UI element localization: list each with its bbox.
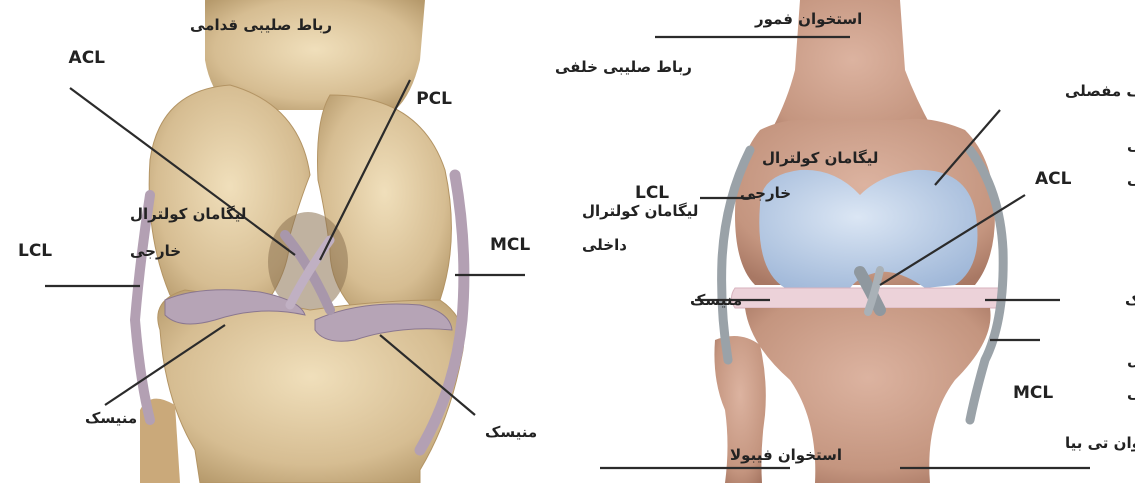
tibia-label: استخوان تی بیا [1065, 434, 1135, 452]
lcl-right-fa-line1: لیگامان کولترال [762, 149, 878, 167]
lcl-fa-line1: لیگامان کولترال [130, 205, 246, 223]
acl-right-fa-line2: قدامی [1127, 170, 1135, 188]
meniscus-left-right-label: منیسک [690, 291, 742, 309]
meniscus-left-label: منیسک [85, 409, 137, 427]
left-lcl-ligament [135, 195, 150, 420]
mcl-right-fa-line1: لیگامان کولترال [1127, 351, 1135, 369]
lcl-fa-line2: خارجی [130, 242, 181, 260]
mcl-fa-line2: داخلی [582, 236, 627, 254]
acl-right-label: ACL [1035, 169, 1072, 189]
lcl-label: LCL [18, 241, 52, 261]
right-knee-illustration [714, 0, 1003, 483]
pcl-fa-label: رباط صلیبی خلفی [555, 58, 692, 76]
left-knee-illustration [135, 0, 464, 483]
fibula-label: استخوان فیبولا [730, 446, 842, 464]
mcl-fa-line1: لیگامان کولترال [582, 202, 698, 220]
mcl-label: MCL [490, 235, 530, 255]
acl-fa-label: رباط صلیبی قدامی [190, 16, 332, 34]
meniscus-right-right-label: منیسک [1125, 291, 1135, 309]
lcl-right-label: LCL [635, 183, 669, 203]
femur-label: استخوان فمور [754, 10, 862, 28]
lcl-right-fa-line2: خارجی [740, 184, 791, 202]
meniscus-right-label: منیسک [485, 423, 537, 441]
mcl-right-fa-line2: داخلی [1127, 384, 1135, 402]
acl-right-fa-line1: رباط صلیبی [1127, 136, 1135, 154]
pcl-label: PCL [416, 89, 452, 109]
cartilage-label: غضروف مفصلی [1065, 82, 1135, 100]
acl-label: ACL [69, 48, 106, 68]
mcl-right-label: MCL [1013, 383, 1053, 403]
